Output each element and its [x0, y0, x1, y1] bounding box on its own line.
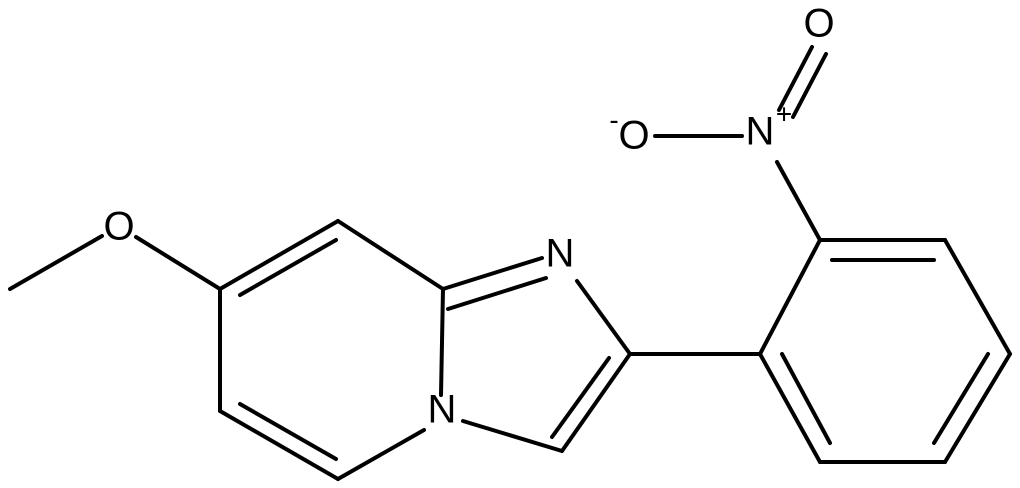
bond-methyl-oxygen	[8, 234, 104, 291]
atom-label-o-nitro-single: O	[618, 114, 649, 158]
bond-oxygen-ring	[134, 235, 222, 291]
bond-c7-c8	[218, 219, 340, 291]
bond-ph6-ph1	[758, 352, 822, 464]
bond-c3-n4	[461, 419, 564, 453]
bond-c5-c6	[218, 409, 340, 481]
bond-c7-c8-inner	[238, 238, 338, 297]
bond-ph1-ph2	[758, 238, 822, 356]
bond-nitro-o-double-b	[791, 52, 828, 119]
atom-label-o-methoxy: O	[103, 205, 134, 249]
bond-n4-c5	[336, 428, 426, 481]
bond-c8-c8a	[336, 219, 445, 291]
bond-c8a-n1-inner	[446, 276, 548, 311]
atom-label-n-imidazole: N	[546, 232, 575, 276]
bond-ph3-ph4	[943, 238, 1012, 356]
bond-c8a-n4	[439, 287, 445, 397]
bond-ph4-ph5	[943, 352, 1012, 464]
atom-label-n-nitro: N	[746, 110, 775, 154]
bond-c2-c3-inner	[550, 356, 611, 439]
bond-c2-c3	[560, 352, 632, 453]
charge-nitro-n: +	[776, 98, 792, 129]
atom-label-n-bridgehead: N	[428, 388, 457, 432]
bond-nitro-o-double-a	[777, 45, 814, 112]
bond-c5-c6-inner	[238, 402, 338, 461]
bond-ph6-ph1-inner	[780, 352, 832, 445]
bond-ph4-ph5-inner	[932, 352, 990, 445]
bond-c8a-n1	[441, 256, 544, 291]
atom-label-o-nitro-double: O	[803, 2, 834, 46]
charge-nitro-o: -	[609, 104, 618, 135]
bond-phenyl-nitro	[775, 160, 822, 242]
bond-n1-c2	[575, 279, 632, 356]
